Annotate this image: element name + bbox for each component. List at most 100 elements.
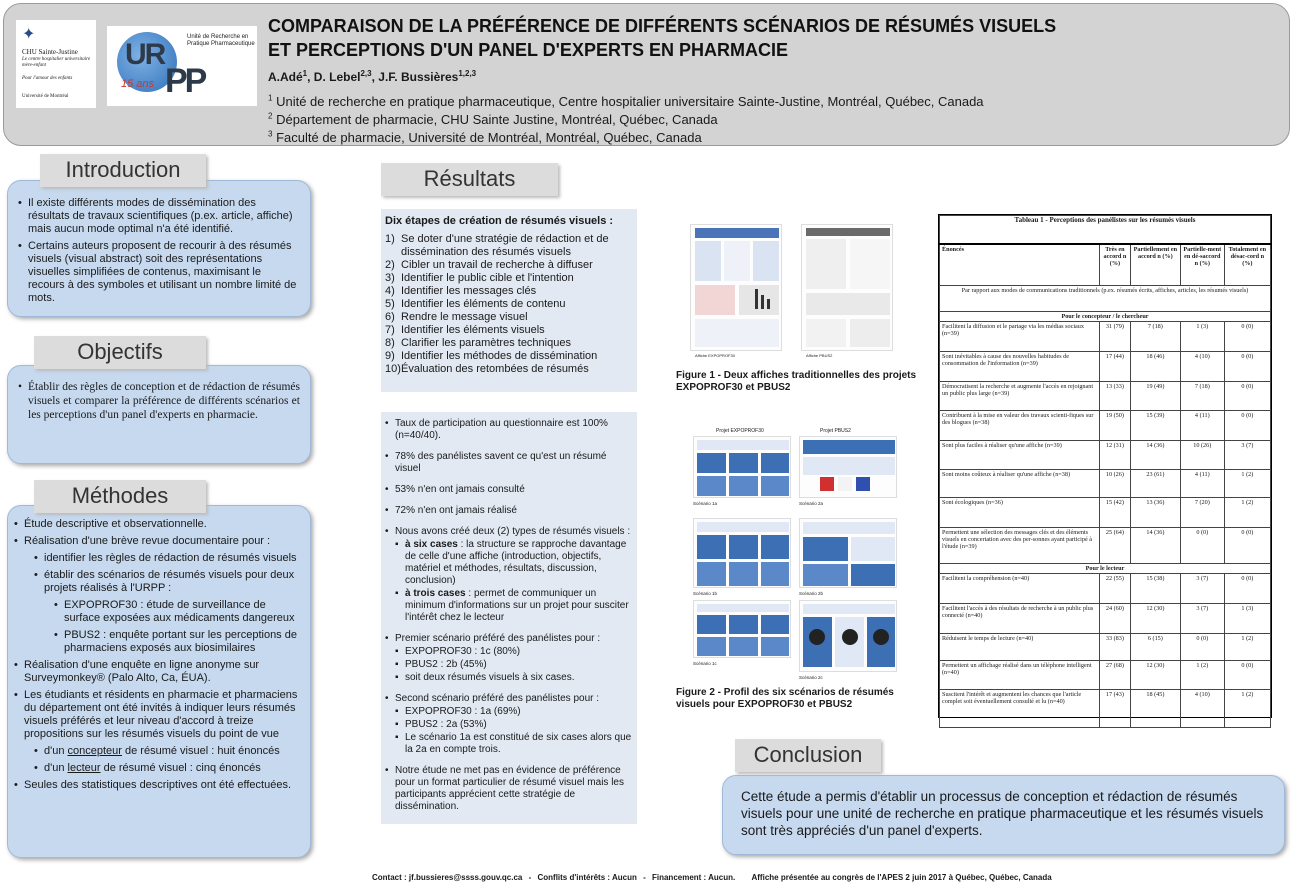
- table-row: Sont plus faciles à réaliser qu'une affi…: [939, 440, 1272, 470]
- text-span: : permet de communiquer un minimum d'inf…: [405, 588, 629, 623]
- text-span: d'un: [44, 762, 68, 774]
- methodes-box: Étude descriptive et observationnelle. R…: [7, 505, 311, 858]
- methodes-bullet: Réalisation d'une brève revue documentai…: [14, 535, 300, 655]
- poster-thumbnail-icon: [695, 228, 779, 347]
- footer-separator: -: [526, 873, 534, 882]
- table-cell: 0 (0): [1223, 527, 1272, 564]
- table-cell: 0 (0): [1223, 381, 1272, 411]
- affiliation-text: Département de pharmacie, CHU Sainte Jus…: [276, 112, 718, 127]
- table-cell: 19 (49): [1129, 381, 1181, 411]
- table-cell: 0 (0): [1223, 351, 1272, 382]
- table-group-heading: Pour le lecteur: [939, 563, 1271, 574]
- scenario-2b: [799, 518, 897, 588]
- title-line-1: COMPARAISON DE LA PRÉFÉRENCE DE DIFFÉREN…: [268, 16, 1057, 36]
- step-number: 6): [385, 311, 395, 323]
- six-cases-term: à six cases: [405, 539, 458, 550]
- step-text: Identifier les méthodes de dissémination: [401, 350, 598, 362]
- table-header: Partiellement en accord n (%): [1129, 243, 1181, 286]
- table-row-label: Facilitent l'accès à des résultats de re…: [939, 603, 1100, 634]
- affiliation-1: 1 Unité de recherche en pratique pharmac…: [268, 94, 984, 109]
- step-text: Se doter d'une stratégie de rédaction et…: [401, 233, 609, 258]
- results-bullet-text: Second scénario préféré des panélistes p…: [395, 693, 600, 704]
- table-cell: 0 (0): [1223, 321, 1272, 352]
- figure2-project-label: Projet EXPOPROF30: [716, 428, 764, 434]
- figure2-caption: Figure 2 - Profil des six scénarios de r…: [676, 687, 894, 710]
- step-number: 3): [385, 272, 395, 284]
- table-row-label: Permettent une sélection des messages cl…: [939, 527, 1100, 564]
- table-cell: 15 (42): [1099, 497, 1131, 528]
- methodes-sub-sub-bullet: EXPOPROF30 : étude de surveillance de su…: [54, 599, 300, 625]
- udem-logo-text: Université de Montréal: [22, 94, 69, 99]
- results-sub-bullet: PBUS2 : 2b (45%): [395, 659, 633, 671]
- text-span: d'un: [44, 745, 68, 757]
- chu-mark-icon: ✦: [22, 26, 36, 43]
- concepteur-term: concepteur: [67, 745, 122, 757]
- step-item: 6)Rendre le message visuel: [385, 311, 633, 324]
- table-row-label: Sont moins coûteux à réaliser qu'une aff…: [939, 469, 1100, 498]
- table-cell: 0 (0): [1179, 527, 1225, 564]
- step-text: Identifier le public cible et l'intentio…: [401, 272, 574, 284]
- author-name: D. Lebel: [313, 70, 361, 84]
- step-number: 8): [385, 337, 395, 349]
- conclusion-box: Cette étude a permis d'établir un proces…: [722, 775, 1285, 855]
- step-text: Identifier les messages clés: [401, 285, 537, 297]
- author-name: J.F. Bussières: [378, 70, 459, 84]
- results-sub-bullet: EXPOPROF30 : 1c (80%): [395, 646, 633, 658]
- results-sub-bullet: à trois cases : permet de communiquer un…: [395, 588, 633, 624]
- table-cell: 15 (39): [1129, 410, 1181, 441]
- table-row: Facilitent l'accès à des résultats de re…: [939, 603, 1272, 634]
- step-text: Identifier les éléments visuels: [401, 324, 545, 336]
- urpp-logo-anniversary: 15 ans: [121, 78, 155, 90]
- results-bullet: 78% des panélistes savent ce qu'est un r…: [385, 451, 633, 475]
- chu-sainte-justine-logo: ✦ CHU Sainte-Justine Le centre hospitali…: [16, 20, 96, 108]
- table-cell: 4 (11): [1179, 410, 1225, 441]
- step-item: 3) Identifier le public cible et l'intent…: [385, 272, 633, 285]
- methodes-bullet: Réalisation d'une enquête en ligne anony…: [14, 659, 300, 685]
- authors: A.Adé1, D. Lebel2,3, J.F. Bussières1,2,3: [268, 69, 477, 85]
- table-cell: 31 (79): [1099, 321, 1131, 352]
- table-row: Sont moins coûteux à réaliser qu'une aff…: [939, 469, 1272, 498]
- methodes-bullet-text: Les étudiants et résidents en pharmacie …: [24, 689, 298, 740]
- table-row: Facilitent la diffusion et le partage vi…: [939, 321, 1272, 352]
- table-row: Sont écologiques (n=36)15 (42)13 (36)7 (…: [939, 497, 1272, 528]
- table-cell: 14 (36): [1129, 440, 1181, 470]
- methodes-sub-bullet: identifier les règles de rédaction de ré…: [34, 552, 300, 565]
- scenario-label: Scénario 2a: [799, 501, 824, 506]
- footer-separator: -: [640, 873, 648, 882]
- urpp-logo-unit: Unité de Recherche en Pratique Pharmaceu…: [187, 34, 255, 47]
- results-sub-bullet: EXPOPROF30 : 1a (69%): [395, 706, 633, 718]
- table-header: Totalement en désac-cord n (%): [1223, 243, 1272, 286]
- table-cell: 6 (15): [1129, 633, 1181, 661]
- step-number: 7): [385, 324, 395, 336]
- figure1-caption: Figure 1 - Deux affiches traditionnelles…: [676, 370, 917, 393]
- table-cell: 3 (7): [1179, 603, 1225, 634]
- affiliation-3: 3 Faculté de pharmacie, Université de Mo…: [268, 130, 702, 145]
- table-cell: 0 (0): [1223, 660, 1272, 690]
- scenario-label: Scénario 1c: [693, 661, 717, 666]
- figure1-poster-pbus2: Affiche PBUS2: [801, 224, 893, 358]
- steps-title: Dix étapes de création de résumés visuel…: [385, 215, 614, 227]
- table-cell: 12 (30): [1129, 660, 1181, 690]
- step-text: Clarifier les paramètres techniques: [401, 337, 571, 349]
- table-row: Sont inévitables à cause des nouvelles h…: [939, 351, 1272, 382]
- footer-contact: Contact : jf.bussieres@ssss.gouv.qc.ca: [372, 873, 523, 882]
- results-bullet: Notre étude ne met pas en évidence de pr…: [385, 765, 633, 813]
- chu-logo-motto: Pour l'amour des enfants: [22, 76, 73, 81]
- poster-title: COMPARAISON DE LA PRÉFÉRENCE DE DIFFÉREN…: [268, 14, 1278, 62]
- table-cell: 0 (0): [1179, 633, 1225, 661]
- conclusion-text: Cette étude a permis d'établir un proces…: [741, 789, 1264, 838]
- methodes-sub-bullet: établir des scénarios de résumés visuels…: [34, 569, 300, 655]
- table-cell: 3 (7): [1179, 573, 1225, 604]
- affiliation-text: Unité de recherche en pratique pharmaceu…: [276, 94, 984, 109]
- table-row-label: Sont écologiques (n=36): [939, 497, 1100, 528]
- author-sup: 2,3: [360, 69, 372, 78]
- methodes-bullet-text: Réalisation d'une brève revue documentai…: [24, 535, 271, 547]
- results-bullet: Taux de participation au questionnaire e…: [385, 418, 633, 442]
- table-cell: 33 (83): [1099, 633, 1131, 661]
- step-item: 9)Identifier les méthodes de disséminati…: [385, 350, 633, 363]
- methodes-heading: Méthodes: [34, 480, 206, 513]
- introduction-bullet: Certains auteurs proposent de recourir à…: [18, 240, 300, 305]
- resultats-heading: Résultats: [381, 163, 558, 196]
- table-row-label: Suscitent l'intérêt et augmentent les ch…: [939, 689, 1100, 728]
- table-row-label: Facilitent la diffusion et le partage vi…: [939, 321, 1100, 352]
